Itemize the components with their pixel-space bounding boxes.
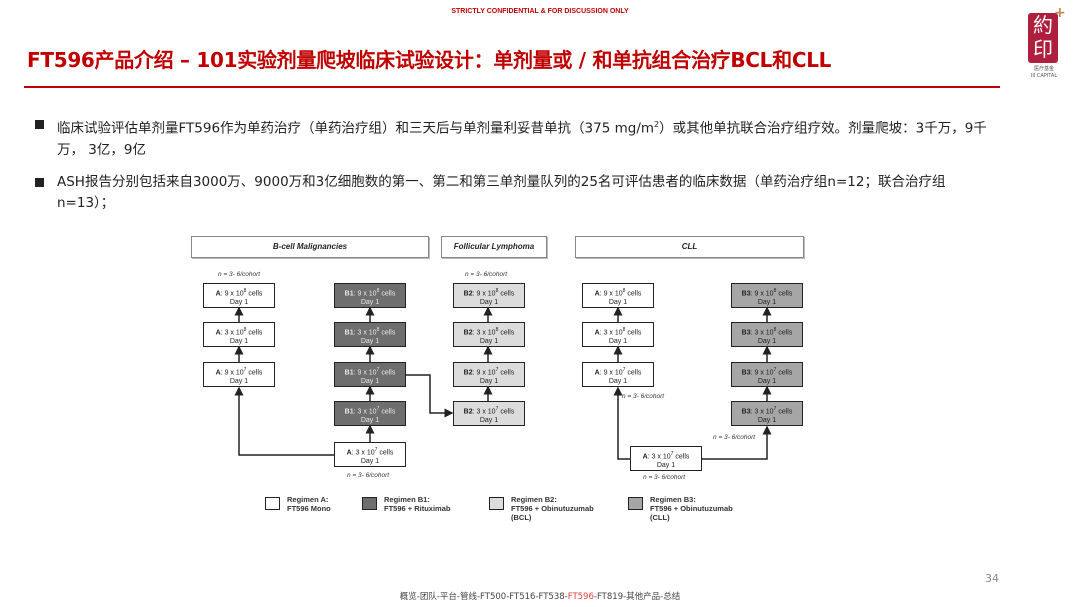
title-divider [24,86,1000,88]
footer-nav: 概览-团队-平台-管线-FT500-FT516-FT538-FT596-FT81… [0,590,1080,602]
footer-nav-current[interactable]: FT596 [567,592,594,602]
bullet-square-icon [35,178,44,187]
header-b-cell: B-cell Malignancies [191,236,429,258]
header-cll: CLL [575,236,804,258]
header-follicular-lymphoma: Follicular Lymphoma [441,236,547,258]
bullet-text-cont: ）或其他单抗联合治疗组疗效。剂量爬坡：3千万，9千万， 3亿，9亿 [57,120,987,158]
cohort-label: n = 3- 6/cohort [622,393,665,400]
bullet-item: 临床试验评估单剂量FT596作为单药治疗（单药治疗组）和三天后与单剂量利妥昔单抗… [35,114,995,161]
cohort-label: n = 3- 6/cohort [643,474,686,481]
logo-plus-icon: + [1054,5,1066,21]
arrow [613,386,630,460]
page-title: FT596产品介绍 – 101实验剂量爬坡临床试验设计：单剂量或 / 和单抗组合… [27,48,832,72]
bullet-text: ASH报告分别包括来自3000万、9000万和3亿细胞数的第一、第二和第三单剂量… [57,174,946,211]
legend-swatch [265,497,280,510]
bullet-item: ASH报告分别包括来自3000万、9000万和3亿细胞数的第一、第二和第三单剂量… [35,172,995,214]
legend-item-A: Regimen A:FT596 Mono [265,495,331,513]
bullet-text: 临床试验评估单剂量FT596作为单药治疗（单药治疗组）和三天后与单剂量利妥昔单抗… [57,120,655,137]
legend-swatch [628,497,643,510]
legend-swatch [362,497,377,510]
legend-item-B3: Regimen B3:FT596 + Obinutuzumab(CLL) [628,495,733,522]
footer-nav-post[interactable]: -FT819-其他产品-总结 [593,592,681,602]
legend-swatch [489,497,504,510]
confidential-notice: STRICTLY CONFIDENTIAL & FOR DISCUSSION O… [451,8,629,15]
company-logo: 約印 [1028,13,1058,63]
legend-item-B2: Regimen B2:FT596 + Obinutuzumab(BCL) [489,495,594,522]
legend-item-B1: Regimen B1:FT596 + Rituximab [362,495,450,513]
superscript: 2 [654,120,660,129]
page-number: 34 [985,572,999,585]
arrow [406,374,454,418]
cohort-label: n = 3- 6/cohort [465,271,508,278]
arrow [702,425,772,460]
arrow [234,386,334,456]
cohort-label: n = 3- 6/cohort [218,271,261,278]
bullet-square-icon [35,120,44,129]
footer-nav-pre[interactable]: 概览-团队-平台-管线-FT500-FT516-FT538- [399,592,568,602]
cohort-label: n = 3- 6/cohort [713,434,756,441]
cohort-label: n = 3- 6/cohort [347,472,390,479]
